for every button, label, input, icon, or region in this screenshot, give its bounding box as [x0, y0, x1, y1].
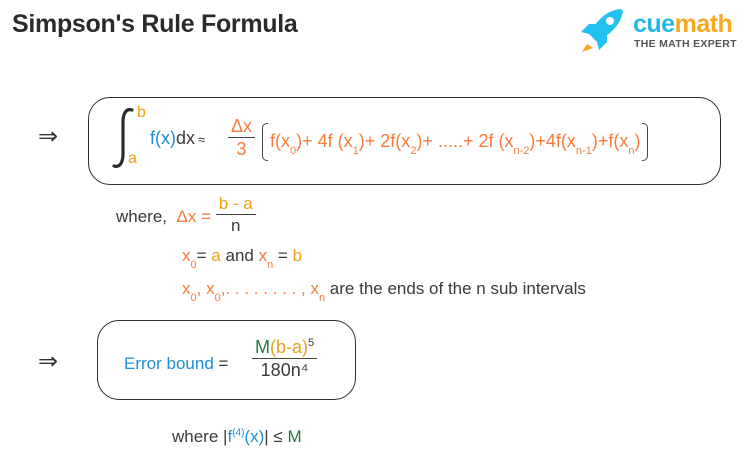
rocket-icon: [581, 9, 623, 52]
error-bound-label: Error bound =: [124, 354, 229, 373]
logo-tagline: THE MATH EXPERT: [634, 38, 737, 50]
integral-sign: [108, 106, 138, 176]
derivative-condition: where |f(4)(x)| ≤ M: [172, 427, 302, 446]
integral-upper-limit: b: [137, 104, 146, 121]
implies-arrow-icon: ⇒: [38, 347, 59, 375]
error-bound-fraction: M(b-a)5 180n⁴: [252, 337, 318, 380]
integral-lower-limit: a: [128, 150, 137, 167]
page-title: Simpson's Rule Formula: [12, 10, 298, 38]
endpoint-definition: x0= a and xn = b: [182, 246, 303, 271]
interval-definition: x0, x0,. . . . . . . . , xn are the ends…: [182, 279, 586, 304]
simpson-sum: f(x0)+ 4f (x1)+ 2f(x2)+ .....+ 2f (xn-2)…: [262, 123, 649, 161]
integrand: f(x)dx≈: [150, 128, 206, 148]
error-bound-box: [97, 320, 356, 400]
right-bracket: [642, 123, 649, 161]
cuemath-logo: cuemath THE MATH EXPERT: [577, 6, 737, 52]
integral-icon: [112, 108, 134, 168]
logo-wordmark: cuemath: [633, 10, 733, 38]
left-bracket: [262, 123, 268, 161]
simpson-formula-box: [88, 97, 721, 185]
implies-arrow-icon: ⇒: [38, 122, 59, 150]
